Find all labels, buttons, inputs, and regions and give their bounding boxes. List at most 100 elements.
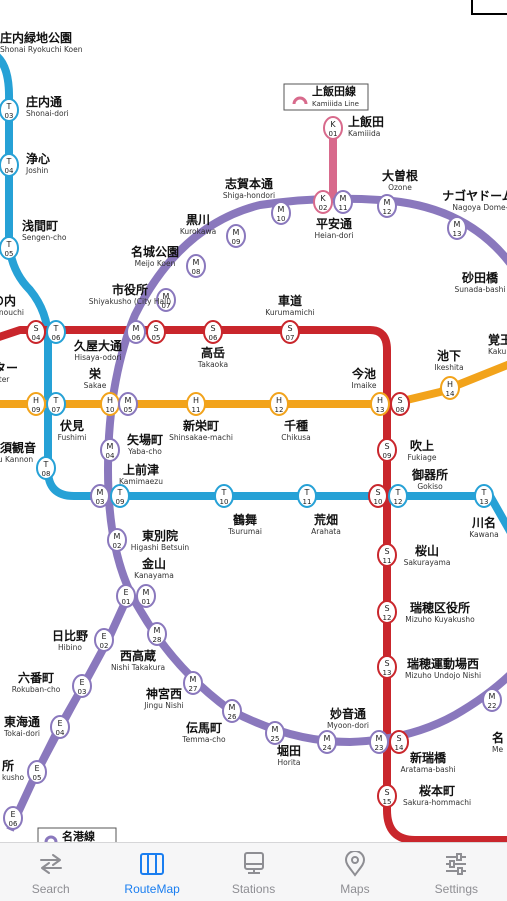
station-marker-H11[interactable]: H11: [186, 392, 206, 416]
station-marker-S08[interactable]: S08: [390, 392, 410, 416]
station-marker-M24[interactable]: M24: [317, 730, 337, 754]
station-marker-E02[interactable]: E02: [94, 628, 114, 652]
station-marker-S15[interactable]: S15: [377, 784, 397, 808]
station-marker-M02[interactable]: M02: [107, 528, 127, 552]
station-marker-S09[interactable]: S09: [377, 438, 397, 462]
station-marker-M27[interactable]: M27: [183, 671, 203, 695]
station-marker-M07[interactable]: M07: [156, 288, 176, 312]
station-marker-M26[interactable]: M26: [222, 699, 242, 723]
station-marker-H13[interactable]: H13: [370, 392, 390, 416]
station-m22[interactable]: M22: [482, 688, 502, 712]
station-marunouchi[interactable]: S04T06丸の内Marunouchi: [0, 293, 66, 344]
station-marker-M08[interactable]: M08: [186, 254, 206, 278]
station-marker-T09[interactable]: T09: [110, 484, 130, 508]
tab-search[interactable]: Search: [0, 843, 101, 901]
station-marker-T03[interactable]: T03: [0, 98, 19, 122]
station-marker-T06[interactable]: T06: [46, 320, 66, 344]
station-marker-K01[interactable]: K01: [323, 116, 343, 140]
station-marker-S10[interactable]: S10: [368, 484, 388, 508]
station-marker-T11[interactable]: T11: [297, 484, 317, 508]
tab-maps[interactable]: Maps: [304, 843, 405, 901]
station-marker-M01[interactable]: M01: [136, 584, 156, 608]
station-marker-M06[interactable]: M06: [126, 320, 146, 344]
station-marker-H12[interactable]: H12: [269, 392, 289, 416]
station-marker-T08[interactable]: T08: [36, 456, 56, 480]
station-marker-T05[interactable]: T05: [0, 236, 19, 260]
station-marker-S05[interactable]: S05: [146, 320, 166, 344]
tab-routemap[interactable]: RouteMap: [101, 843, 202, 901]
station-marker-S13[interactable]: S13: [377, 655, 397, 679]
station-marker-S06[interactable]: S06: [203, 320, 223, 344]
station-marker-S12[interactable]: S12: [377, 600, 397, 624]
station-marker-M11[interactable]: M11: [333, 190, 353, 214]
station-marker-S07[interactable]: S07: [280, 320, 300, 344]
station-marker-M05[interactable]: M05: [118, 392, 138, 416]
station-marker-S14[interactable]: S14: [389, 730, 409, 754]
station-marker-T10[interactable]: T10: [214, 484, 234, 508]
station-marker-M23[interactable]: M23: [369, 730, 389, 754]
station-marker-E03[interactable]: E03: [72, 674, 92, 698]
station-marker-M22[interactable]: M22: [482, 688, 502, 712]
station-marker-M03[interactable]: M03: [90, 484, 110, 508]
station-osu-kannon[interactable]: T08大須観音Osu Kannon: [0, 440, 56, 480]
station-nagoya-dome[interactable]: M13ナゴヤドーム前Nagoya Dome-m: [442, 188, 507, 240]
station-marker-H14[interactable]: H14: [440, 376, 460, 400]
station-marker-H09[interactable]: H09: [26, 392, 46, 416]
station-marker-M09[interactable]: M09: [226, 224, 246, 248]
tab-stations[interactable]: Stations: [203, 843, 304, 901]
station-marker-S04[interactable]: S04: [26, 320, 46, 344]
station-marker-T13[interactable]: T13: [474, 484, 494, 508]
station-e06[interactable]: E06: [3, 806, 23, 830]
station-marker-M28[interactable]: M28: [147, 622, 167, 646]
station-marker-M12[interactable]: M12: [377, 194, 397, 218]
station-marker-S11[interactable]: S11: [377, 543, 397, 567]
station-marker-M25[interactable]: M25: [265, 721, 285, 745]
station-marker-E06[interactable]: E06: [3, 806, 23, 830]
station-marker-E05[interactable]: E05: [27, 760, 47, 784]
